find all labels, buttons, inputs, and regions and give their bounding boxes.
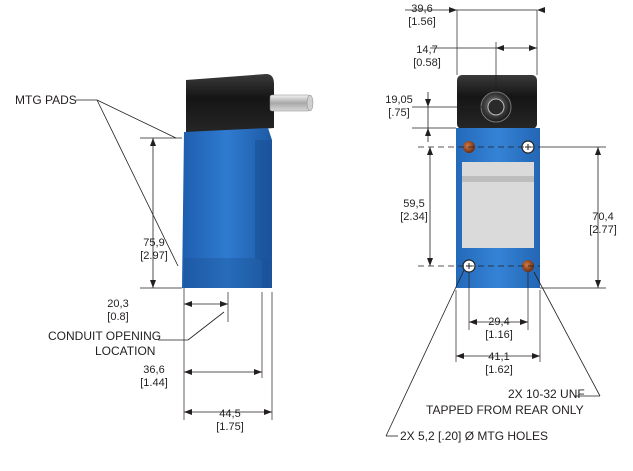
- dim-70-4-in: [2.77]: [589, 224, 617, 236]
- dim-14-7-mm: 14,7: [416, 44, 437, 56]
- dim-41-1-mm: 41,1: [488, 351, 509, 363]
- dim-75-9-mm: 75,9: [143, 237, 164, 249]
- dim-59-5-in: [2.34]: [400, 211, 428, 223]
- front-view-switch: [456, 75, 540, 288]
- side-view-switch: [182, 74, 314, 288]
- mtg-holes-label: 2X 5,2 [.20] Ø MTG HOLES: [400, 429, 548, 443]
- side-body: [182, 128, 272, 288]
- annotations: MTG PADS CONDUIT OPENING LOCATION 2X 10-…: [15, 3, 617, 443]
- conduit-label-line2: LOCATION: [95, 344, 155, 358]
- dim-70-4-mm: 70,4: [592, 211, 613, 223]
- conduit-label-line1: CONDUIT OPENING: [48, 329, 161, 343]
- dim-39-6-in: [1.56]: [408, 16, 436, 28]
- dim-20-3-mm: 20,3: [107, 298, 128, 310]
- tapped-label-line1: 2X 10-32 UNF: [508, 387, 585, 401]
- dim-19-05-in: [.75]: [388, 107, 409, 119]
- dim-44-5-mm: 44,5: [219, 408, 240, 420]
- front-dimensions: [385, 7, 606, 437]
- dim-36-6-in: [1.44]: [140, 377, 168, 389]
- label-plate: [462, 162, 534, 248]
- side-dimensions: [76, 99, 273, 420]
- dim-41-1-in: [1.62]: [485, 364, 513, 376]
- dim-19-05-mm: 19,05: [385, 94, 413, 106]
- dim-29-4-in: [1.16]: [485, 329, 513, 341]
- side-shaft: [269, 94, 311, 112]
- tapped-label-line2: TAPPED FROM REAR ONLY: [426, 403, 584, 417]
- dim-36-6-mm: 36,6: [143, 364, 164, 376]
- dim-39-6-mm: 39,6: [411, 3, 432, 15]
- dim-75-9-in: [2.97]: [140, 250, 168, 262]
- dim-59-5-mm: 59,5: [403, 198, 424, 210]
- mtg-pads-label: MTG PADS: [15, 93, 77, 107]
- dim-20-3-in: [0.8]: [107, 311, 128, 323]
- dim-14-7-in: [0.58]: [413, 57, 441, 69]
- dim-44-5-in: [1.75]: [216, 421, 244, 433]
- side-head: [186, 74, 274, 134]
- dim-29-4-mm: 29,4: [488, 316, 509, 328]
